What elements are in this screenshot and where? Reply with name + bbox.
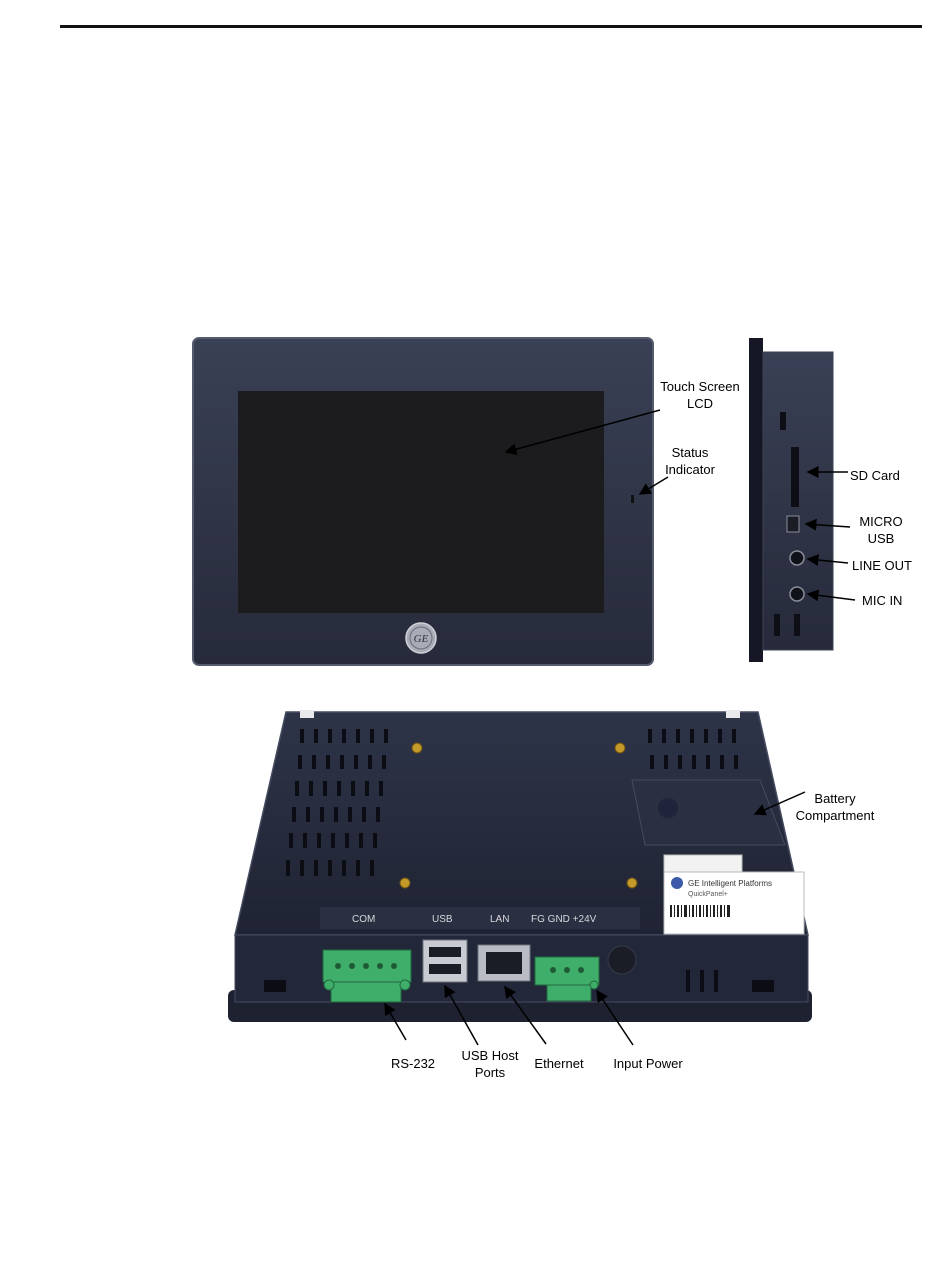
ge-sticker-logo-icon: [671, 877, 683, 889]
power-port-label: FG GND +24V: [531, 914, 597, 925]
sd-card-slot: [791, 447, 799, 507]
ethernet-label: Ethernet: [526, 1055, 592, 1072]
sticker-brand: GE Intelligent Platforms: [688, 879, 772, 888]
line-out-label: LINE OUT: [852, 557, 922, 574]
rs232-label: RS-232: [383, 1055, 443, 1072]
mic-in-jack: [790, 587, 804, 601]
sticker-product: QuickPanel+: [688, 891, 728, 898]
rear-view: COM USB LAN FG GND +24V GE Intelligent P…: [228, 633, 812, 1022]
side-view: [749, 338, 833, 662]
micro-usb-port: [787, 516, 799, 532]
usb-host-ports: [423, 940, 467, 982]
mic-in-label: MIC IN: [862, 592, 922, 609]
status-indicator-led: [631, 495, 634, 503]
touch-screen-label: Touch Screen LCD: [640, 378, 760, 412]
usb-host-label: USB Host Ports: [450, 1047, 530, 1081]
usb-port-label: USB: [432, 914, 453, 925]
status-indicator-label: Status Indicator: [645, 444, 735, 478]
front-view: [193, 338, 653, 665]
line-out-jack: [790, 551, 804, 565]
com-port-label: COM: [352, 914, 375, 925]
ge-logo-text: GE: [414, 633, 429, 645]
battery-compartment: [632, 780, 785, 845]
touch-screen-lcd: [238, 391, 604, 613]
battery-compartment-label: Battery Compartment: [790, 790, 880, 824]
sd-card-label: SD Card: [850, 467, 914, 484]
input-power-label: Input Power: [602, 1055, 694, 1072]
micro-usb-label: MICRO USB: [848, 513, 914, 547]
lan-port-label: LAN: [490, 914, 509, 925]
